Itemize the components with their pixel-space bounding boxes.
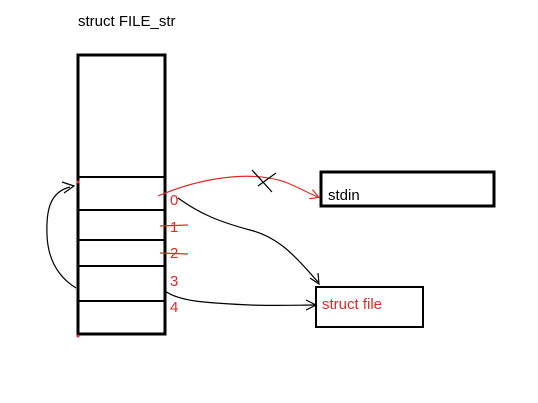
arrows xyxy=(46,169,320,311)
struct-array xyxy=(76,53,167,338)
slot-index-label: 4 xyxy=(170,299,178,316)
struct-outer-box xyxy=(76,53,167,336)
black-arrow-slot0-to-struct-file xyxy=(177,197,319,283)
stdin-box: stdin xyxy=(319,170,496,208)
strike-mark xyxy=(159,224,189,227)
red-dot xyxy=(76,180,80,184)
black-arrow-slot4-to-struct-file xyxy=(164,290,316,307)
struct-file-box-frame xyxy=(315,286,424,328)
slot-indices: 0 1 2 3 4 xyxy=(159,192,189,316)
struct-file-box: struct file xyxy=(315,286,424,328)
red-arrow-to-stdin xyxy=(157,175,318,197)
black-loop-arrow xyxy=(46,186,77,289)
stdin-box-frame xyxy=(319,170,496,208)
arrowhead xyxy=(309,272,320,286)
struct-file-label: struct file xyxy=(322,296,382,313)
red-dot xyxy=(76,334,80,338)
arrowhead xyxy=(61,181,76,194)
strike-mark xyxy=(159,252,189,255)
arrowhead xyxy=(305,299,318,311)
slot-index-label: 0 xyxy=(170,192,178,209)
stdin-label: stdin xyxy=(328,187,360,204)
struct-title: struct FILE_str xyxy=(78,13,176,30)
cross-mark xyxy=(257,172,277,187)
cross-mark xyxy=(251,169,273,193)
slot-index-label: 1 xyxy=(170,219,178,236)
slot-index-label: 3 xyxy=(170,273,178,290)
